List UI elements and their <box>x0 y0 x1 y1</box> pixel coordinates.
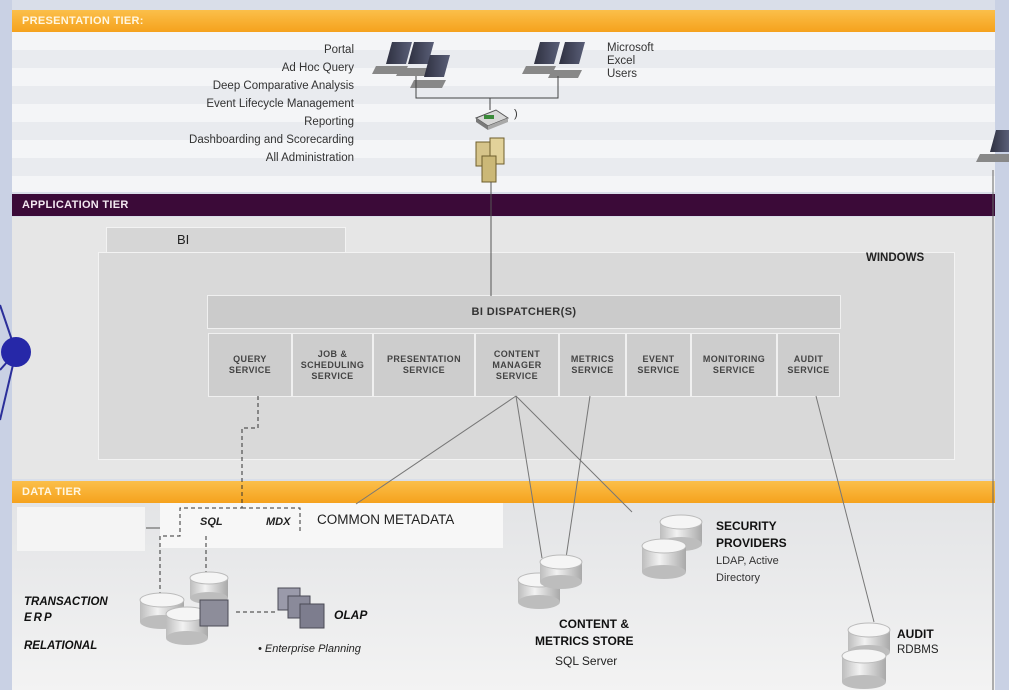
transaction-label: TRANSACTION <box>24 596 108 608</box>
excel-users-line-1: Microsoft <box>607 42 654 54</box>
mdx-label: MDX <box>266 516 291 528</box>
event-service-box: EVENT SERVICE <box>626 333 691 397</box>
common-metadata-label: COMMON METADATA <box>317 512 455 527</box>
background-right-panel <box>995 0 1009 690</box>
laptop-cluster-right-icon <box>522 42 585 78</box>
security-sub-label-2: Directory <box>716 572 761 584</box>
audit-label: AUDIT <box>897 627 934 641</box>
olap-cube-icon <box>199 587 325 629</box>
empty-left-box <box>17 507 145 551</box>
security-label-2: PROVIDERS <box>716 536 787 550</box>
metrics-service-label: METRICS SERVICE <box>570 354 615 375</box>
monitoring-service-label: MONITORING SERVICE <box>702 354 766 375</box>
laptop-cluster-left-icon <box>372 42 450 88</box>
event-service-label: EVENT SERVICE <box>637 354 680 375</box>
presentation-service-box: PRESENTATION SERVICE <box>373 333 475 397</box>
relational-label: RELATIONAL <box>24 640 98 652</box>
router-icon <box>474 109 510 130</box>
content-store-label-1: CONTENT & <box>559 617 629 631</box>
audit-service-box: AUDIT SERVICE <box>777 333 840 397</box>
bi-dispatcher-box: BI DISPATCHER(S) <box>207 295 841 329</box>
content-manager-service-label: CONTENT MANAGER SERVICE <box>492 348 542 381</box>
erp-label: ERP <box>24 612 54 624</box>
capability-deep-comparative: Deep Comparative Analysis <box>212 80 354 92</box>
presentation-service-label: PRESENTATION SERVICE <box>387 354 461 375</box>
monitoring-service-box: MONITORING SERVICE <box>691 333 777 397</box>
server-cluster-icon <box>475 137 505 183</box>
data-tier-label: DATA TIER <box>22 486 82 498</box>
query-service-label: QUERY SERVICE <box>228 354 272 375</box>
job-scheduling-service-box: JOB & SCHEDULING SERVICE <box>292 333 373 397</box>
windows-label: WINDOWS <box>866 252 925 264</box>
excel-users-label: Microsoft Excel Users <box>607 42 654 81</box>
capability-adhoc-query: Ad Hoc Query <box>281 62 354 74</box>
content-store-label-2: METRICS STORE <box>535 634 634 648</box>
common-metadata-box <box>160 503 503 548</box>
paren-mark: ) <box>514 108 518 120</box>
capability-event-lifecycle: Event Lifecycle Management <box>206 98 354 110</box>
bi-label-box: BI <box>106 227 346 253</box>
audit-db-label: RDBMS <box>897 644 939 656</box>
query-service-box: QUERY SERVICE <box>208 333 292 397</box>
olap-label: OLAP <box>334 608 368 622</box>
content-manager-service-box: CONTENT MANAGER SERVICE <box>475 333 559 397</box>
bi-dispatcher-label: BI DISPATCHER(S) <box>471 306 577 318</box>
content-store-db-label: SQL Server <box>555 654 618 668</box>
security-sub-label-1: LDAP, Active <box>716 555 779 567</box>
bi-label: BI <box>177 232 190 247</box>
job-scheduling-service-label: JOB & SCHEDULING SERVICE <box>300 348 365 381</box>
sql-label: SQL <box>200 516 223 528</box>
metrics-service-box: METRICS SERVICE <box>559 333 626 397</box>
presentation-tier-label: PRESENTATION TIER: <box>22 15 144 27</box>
capability-dashboarding: Dashboarding and Scorecarding <box>189 134 354 146</box>
capability-portal: Portal <box>323 44 354 56</box>
excel-users-line-2: Excel <box>607 55 636 67</box>
content-store-database-icon <box>517 554 583 609</box>
presentation-tier-bar: PRESENTATION TIER: <box>12 10 1009 32</box>
enterprise-planning-label: • Enterprise Planning <box>258 643 361 655</box>
application-tier-label: APPLICATION TIER <box>22 199 129 211</box>
relational-database-icon <box>139 571 229 645</box>
audit-database-icon <box>841 622 891 689</box>
data-tier-bar: DATA TIER <box>12 481 1009 503</box>
presentation-tier-area <box>12 32 1009 192</box>
application-tier-bar: APPLICATION TIER <box>12 194 1009 216</box>
security-label-1: SECURITY <box>716 519 777 533</box>
excel-users-line-3: Users <box>607 68 638 80</box>
security-providers-database-icon <box>641 514 703 579</box>
capability-administration: All Administration <box>265 152 354 164</box>
capability-reporting: Reporting <box>304 116 354 128</box>
network-node-icon <box>0 304 31 421</box>
audit-service-label: AUDIT SERVICE <box>787 354 830 375</box>
laptop-edge-right-icon <box>976 130 1009 162</box>
